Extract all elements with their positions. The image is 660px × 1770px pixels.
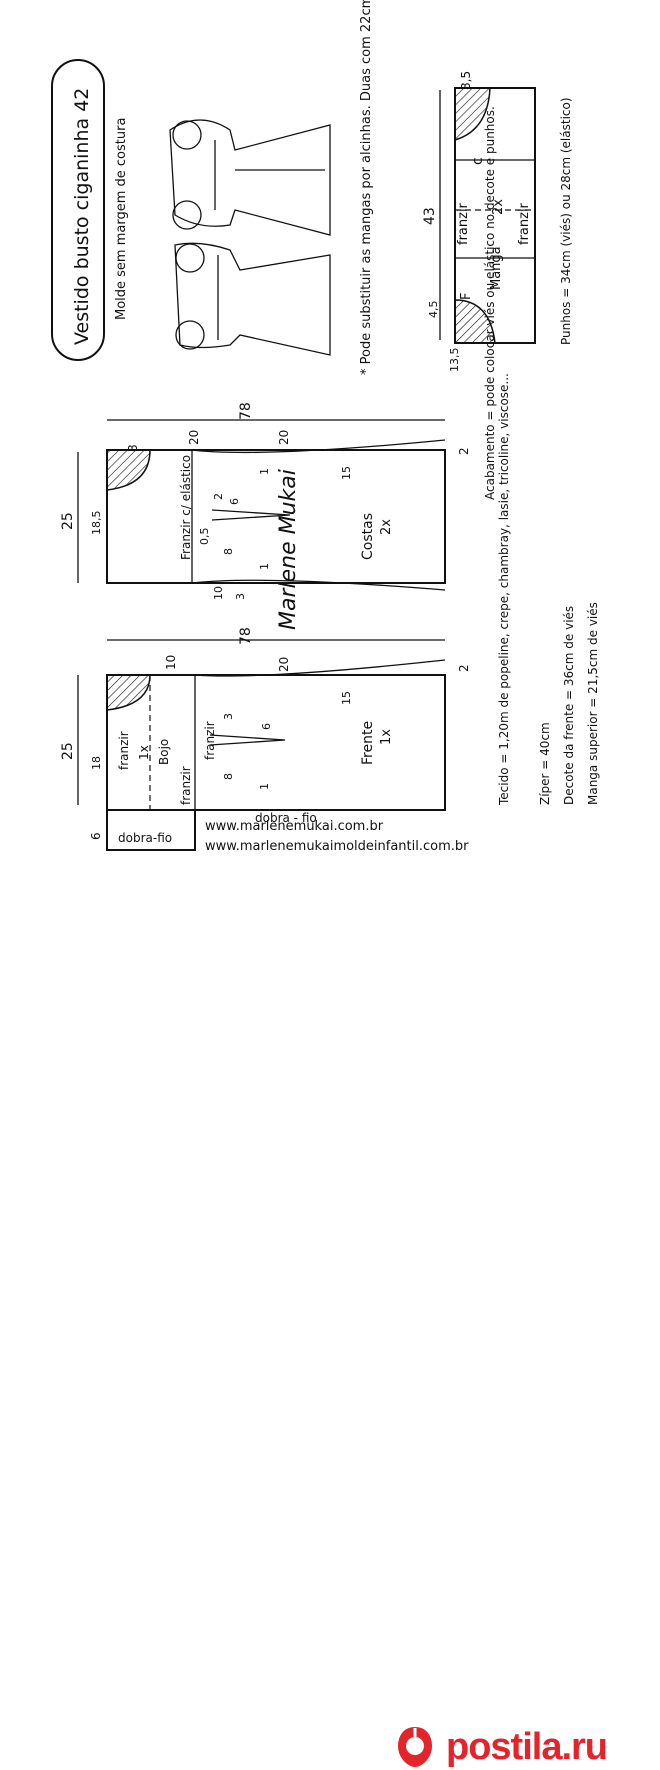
costas-pattern: 78 25 18,5 8 20 20 2 15 6 2 0,5 8 1 10 3… — [60, 402, 471, 600]
sleeve-punhos: Punhos = 34cm (viés) ou 28cm (elástico) — [559, 97, 573, 345]
costas-8b: 8 — [222, 548, 235, 555]
costas-name: Costas — [360, 513, 376, 560]
frente-count: 1x — [379, 729, 394, 745]
frente-10: 10 — [164, 655, 178, 670]
frente-dobra-fio-small: dobra-fio — [118, 831, 172, 845]
costas-curve-bottom — [191, 579, 446, 591]
costas-1: 1 — [258, 468, 271, 475]
postila-logo[interactable]: postila.ru — [392, 1724, 608, 1770]
frente-8: 8 — [222, 773, 235, 780]
title-frame — [51, 59, 105, 361]
sleeve-note: * Pode substituir as mangas por alcinhas… — [359, 0, 374, 375]
sleeve-top-value: 8,5 — [459, 71, 473, 90]
costas-width: 25 — [60, 512, 76, 530]
costas-1b: 1 — [258, 563, 271, 570]
sleeve-hatch-top — [454, 87, 491, 142]
postila-mark-icon — [398, 1727, 432, 1767]
sleeve-pattern: 43 8,5 c franzir 2x Manga franzir F 4,5 … — [422, 71, 573, 372]
frente-curve — [194, 659, 446, 677]
costas-10: 10 — [212, 586, 225, 600]
sleeve-name: Manga — [489, 246, 504, 290]
frente-15: 15 — [340, 691, 353, 705]
sleeve-label-c: c — [470, 157, 486, 165]
frente-6b: 6 — [89, 832, 103, 840]
costas-franzir-elastico: Franzir c/ elástico — [179, 455, 193, 560]
url-2[interactable]: www.marlenemukaimoldeinfantil.com.br — [205, 839, 469, 854]
sleeve-hatch-bottom — [454, 299, 496, 344]
pattern-sheet: Vestido busto ciganinha 42 Molde sem mar… — [51, 0, 600, 854]
frente-18: 18 — [90, 756, 103, 770]
frente-franzir-a: franzir — [117, 731, 131, 770]
frente-dobra-fio: dobra - fio — [255, 811, 317, 825]
acabamento-note: Acabamento = pode colocar viés ou elásti… — [483, 106, 497, 500]
frente-2: 2 — [457, 664, 471, 672]
ziper-note: Zíper = 40cm — [538, 722, 552, 805]
frente-franzir-c: franzir — [203, 721, 217, 760]
frente-1: 1 — [258, 783, 271, 790]
watermark-footer: postila.ru — [0, 856, 660, 1768]
title-text: Vestido busto ciganinha 42 — [71, 88, 93, 345]
frente-20: 20 — [277, 657, 291, 672]
title-block: Vestido busto ciganinha 42 Molde sem mar… — [51, 59, 129, 361]
frente-width: 25 — [60, 742, 76, 760]
costas-20a: 20 — [187, 430, 201, 445]
frente-franzir-b: franzir — [179, 766, 193, 805]
frente-6: 6 — [260, 723, 273, 730]
dress-sketches — [169, 119, 331, 356]
costas-outline — [106, 449, 446, 584]
costas-3: 3 — [234, 593, 247, 600]
url-1[interactable]: www.marlenemukai.com.br — [205, 819, 384, 834]
costas-curve — [191, 439, 446, 454]
sleeve-franzir-left: franzir — [456, 202, 471, 245]
frente-bottom-piece — [106, 809, 196, 851]
dress-sketch-back — [174, 242, 331, 356]
frente-hatch — [106, 674, 151, 711]
sleeve-side-small: 4,5 — [427, 301, 440, 319]
subtitle-text: Molde sem margem de costura — [114, 118, 129, 320]
sleeve-length: 43 — [422, 207, 438, 225]
bojo-name: Bojo — [157, 739, 171, 765]
costas-count: 2x — [379, 519, 394, 535]
sleeve-label-f: F — [459, 293, 474, 300]
costas-8: 8 — [126, 444, 140, 452]
sleeve-count: 2x — [491, 199, 506, 215]
costas-hatch — [106, 449, 151, 491]
costas-2: 2 — [457, 447, 471, 455]
sleeve-franzir-right: franzir — [517, 202, 532, 245]
costas-18-5: 18,5 — [90, 511, 103, 536]
frente-outline — [106, 674, 446, 811]
manga-superior-note: Manga superior = 21,5cm de viés — [586, 602, 600, 805]
costas-length: 78 — [238, 402, 254, 420]
frente-length: 78 — [238, 627, 254, 645]
costas-20b: 20 — [277, 430, 291, 445]
frente-name: Frente — [360, 721, 376, 765]
costas-0-5: 0,5 — [198, 528, 211, 546]
fabric-notes: Tecido = 1,20m de popeline, crepe, chamb… — [497, 373, 600, 806]
decote-note: Decote da frente = 36cm de viés — [562, 606, 576, 805]
sleeve-side-big: 13,5 — [448, 348, 461, 373]
dress-sketch-front — [169, 119, 331, 236]
costas-15: 15 — [340, 466, 353, 480]
postila-logo-text: postila.ru — [446, 1725, 608, 1768]
tecido-note: Tecido = 1,20m de popeline, crepe, chamb… — [497, 373, 511, 806]
frente-3: 3 — [222, 713, 235, 720]
costas-6: 6 — [228, 498, 241, 505]
frente-pattern: 78 25 18 10 20 2 15 3 6 8 1 franzir 1x B… — [60, 627, 471, 851]
bojo-count: 1x — [137, 745, 151, 760]
signature: Marlene Mukai — [276, 469, 301, 630]
costas-2b: 2 — [212, 493, 225, 500]
